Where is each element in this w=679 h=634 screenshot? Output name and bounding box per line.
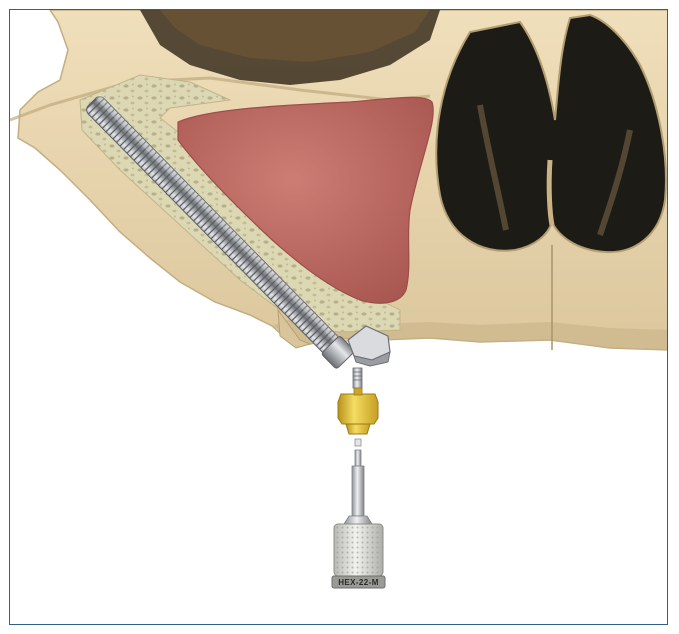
hex-driver-icon: HEX-22-M — [332, 450, 385, 588]
zygomatic-implant-illustration: HEX-22-M — [10, 10, 668, 625]
abutment-icon — [338, 368, 378, 446]
figure-frame: HEX-22-M — [9, 9, 668, 625]
driver-engraving: HEX-22-M — [338, 578, 379, 587]
